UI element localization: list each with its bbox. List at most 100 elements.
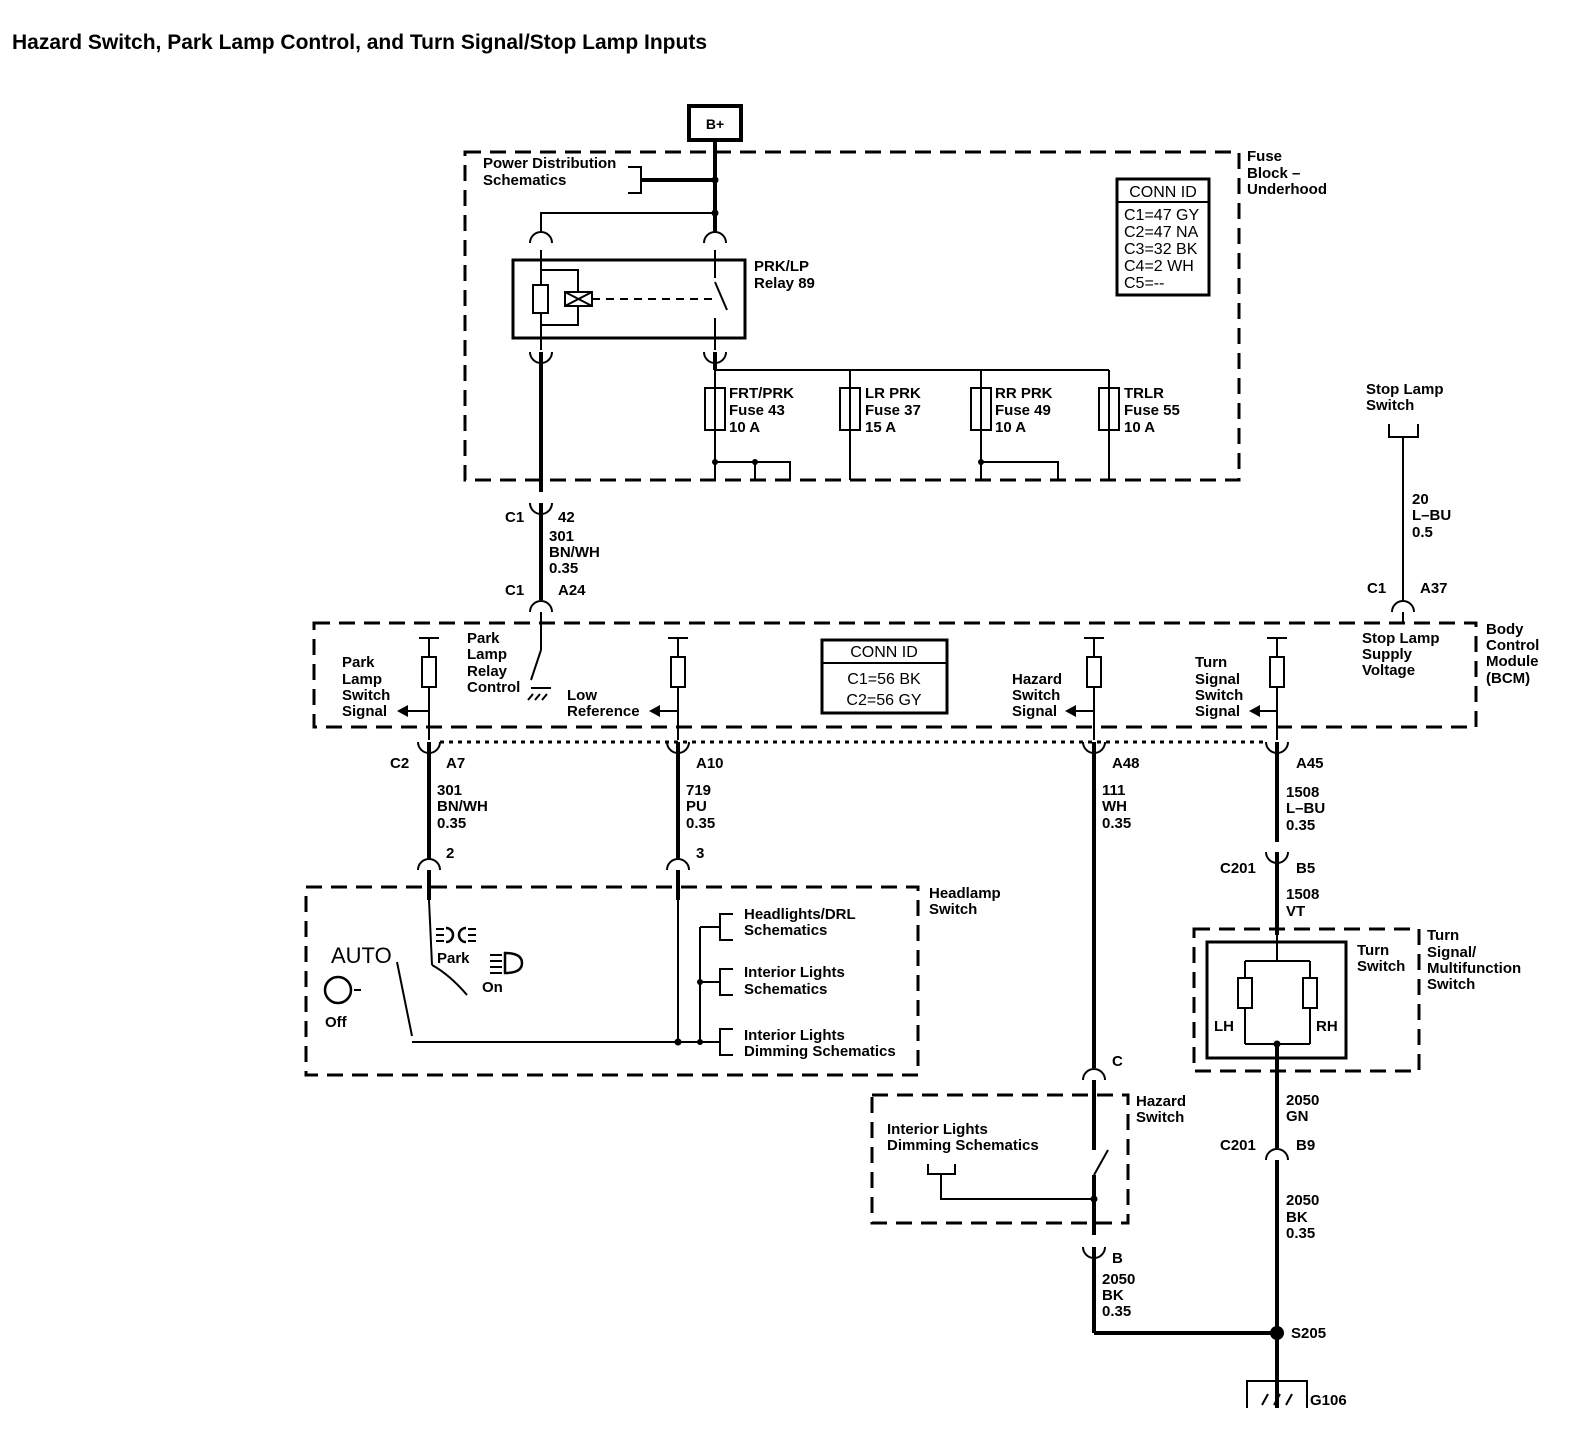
fuse-55-number: Fuse 55: [1124, 402, 1180, 419]
fuse-37: [839, 387, 861, 431]
hazard-switch-signal-line2: Switch: [1012, 687, 1060, 704]
bcm-conn-id-header: CONN ID: [850, 644, 918, 661]
pin-c1-a37-pin: A37: [1420, 580, 1448, 597]
wire-111-size: 0.35: [1102, 815, 1131, 832]
stop-lamp-switch: Stop Lamp Switch 20 L–BU 0.5 C1 A37: [1366, 381, 1451, 624]
turn-signal-switch-signal-line3: Switch: [1195, 687, 1243, 704]
stop-lamp-supply-voltage-line3: Voltage: [1362, 662, 1415, 679]
bcm-label-line3: Module: [1486, 653, 1539, 670]
headlamp-switch: Headlamp Switch Park On AUTO: [304, 870, 1001, 1077]
wire-301-size: 0.35: [437, 815, 466, 832]
park-lamp-switch-signal-line2: Lamp: [342, 671, 382, 688]
pin-c1-42-pin: 42: [558, 509, 575, 526]
wire-2050-bk-hazard-circuit: 2050: [1102, 1271, 1135, 1288]
pin-c1-a24-pin: A24: [558, 582, 586, 599]
bcm-label-line2: Control: [1486, 637, 1539, 654]
fuse-conn-id-row-3: C3=32 BK: [1124, 241, 1198, 258]
relay-label-line1: PRK/LP: [754, 258, 809, 275]
stop-lamp-supply-voltage-line2: Supply: [1362, 646, 1413, 663]
wire-1508-vt-color: VT: [1286, 903, 1305, 920]
turn-signal-multifunction-switch: Turn Signal/ Multifunction Switch Turn S…: [1192, 927, 1521, 1073]
c201-b9-pin: B9: [1296, 1137, 1315, 1154]
relay-label-line2: Relay 89: [754, 275, 815, 292]
off-icon: [323, 975, 361, 1005]
headlamp-on-icon: [490, 951, 524, 975]
off-position-label: Off: [325, 1014, 348, 1031]
hazard-dimming-line2: Dimming Schematics: [887, 1137, 1039, 1154]
fuse-49-number: Fuse 49: [995, 402, 1051, 419]
auto-label: AUTO: [331, 943, 392, 968]
hazard-switch-signal-line1: Hazard: [1012, 671, 1062, 688]
turn-signal-switch-signal-line2: Signal: [1195, 671, 1240, 688]
wire-1508-lbu-color: L–BU: [1286, 800, 1325, 817]
bcm-label-line1: Body: [1486, 621, 1524, 638]
fuse-conn-id-row-4: C4=2 WH: [1124, 258, 1194, 275]
fuse-block-label-line3: Underhood: [1247, 181, 1327, 198]
wire-719-circuit: 719: [686, 782, 711, 799]
interior-dimming-line1: Interior Lights: [744, 1027, 845, 1044]
wire-2050-bk-hazard-size: 0.35: [1102, 1303, 1131, 1320]
fuse-49-name: RR PRK: [995, 385, 1053, 402]
fuse-conn-id-row-1: C1=47 GY: [1124, 207, 1199, 224]
fuse-37-name: LR PRK: [865, 385, 921, 402]
fuse-block-label-line1: Fuse: [1247, 148, 1282, 165]
park-lamp-relay-control-line2: Lamp: [467, 646, 507, 663]
wire-2050-bk-color: BK: [1286, 1209, 1308, 1226]
fuse-block-label-line2: Block –: [1247, 165, 1300, 182]
park-position-label: Park: [437, 950, 470, 967]
ground-label: G106: [1310, 1392, 1347, 1409]
lh-label: LH: [1214, 1018, 1234, 1035]
wire-719-color: PU: [686, 798, 707, 815]
low-reference-line1: Low: [567, 687, 597, 704]
fuse-43-name: FRT/PRK: [729, 385, 794, 402]
power-distribution-line1: Power Distribution: [483, 155, 616, 172]
pin-a48-label: A48: [1112, 755, 1140, 772]
headlamp-switch-label-line2: Switch: [929, 901, 977, 918]
stop-lamp-switch-line2: Switch: [1366, 397, 1414, 414]
pin-c1-a37-conn: C1: [1367, 580, 1386, 597]
multifunction-label-line3: Multifunction: [1427, 960, 1521, 977]
hazard-pin-c: C: [1112, 1053, 1123, 1070]
wire-301-color: BN/WH: [437, 798, 488, 815]
hazard-switch-signal-line3: Signal: [1012, 703, 1057, 720]
prk-lp-relay-89: PRK/LP Relay 89: [511, 250, 815, 350]
wire-2050-gn-color: GN: [1286, 1108, 1309, 1125]
fuse-55-rating: 10 A: [1124, 419, 1155, 436]
wire-stop-circuit: 20: [1412, 491, 1429, 508]
fuse-43-number: Fuse 43: [729, 402, 785, 419]
diagram-title: Hazard Switch, Park Lamp Control, and Tu…: [12, 31, 707, 54]
wire-301-circuit: 301: [437, 782, 462, 799]
fuse-43-rating: 10 A: [729, 419, 760, 436]
stop-lamp-supply-voltage-line1: Stop Lamp: [1362, 630, 1440, 647]
hazard-dimming-line1: Interior Lights: [887, 1121, 988, 1138]
multifunction-label-line1: Turn: [1427, 927, 1459, 944]
wire-719-size: 0.35: [686, 815, 715, 832]
fuse-37-number: Fuse 37: [865, 402, 921, 419]
pin-c1-a24-conn: C1: [505, 582, 524, 599]
b-plus-label: B+: [706, 116, 724, 132]
turn-signal-switch-signal-line1: Turn: [1195, 654, 1227, 671]
fuse-conn-id-row-2: C2=47 NA: [1124, 224, 1199, 241]
splice-label: S205: [1291, 1325, 1326, 1342]
pin-a45-label: A45: [1296, 755, 1324, 772]
battery-positive-source: B+: [687, 104, 743, 142]
bcm-conn-id: CONN ID C1=56 BK C2=56 GY: [820, 638, 949, 715]
park-lamp-relay-control-line1: Park: [467, 630, 500, 647]
wire-2050-bk-hazard-color: BK: [1102, 1287, 1124, 1304]
fuse-49: [970, 387, 992, 431]
turn-switch-label-line2: Switch: [1357, 958, 1405, 975]
fuse-block-underhood: Fuse Block – Underhood Power Distributio…: [463, 140, 1327, 492]
headlamp-pin-3: 3: [696, 845, 704, 862]
fuse-55: [1098, 387, 1120, 431]
hazard-switch-label-line2: Switch: [1136, 1109, 1184, 1126]
interior-lights-line2: Schematics: [744, 981, 827, 998]
pin-a7-label: A7: [446, 755, 465, 772]
headlamp-pin-2: 2: [446, 845, 454, 862]
wire-1508-lbu-size: 0.35: [1286, 817, 1315, 834]
hazard-switch: Hazard Switch Interior Lights Dimming Sc…: [870, 1080, 1186, 1235]
wire-301-relay-size: 0.35: [549, 560, 578, 577]
wire-2050-bk-size: 0.35: [1286, 1225, 1315, 1242]
pin-c1-42-conn: C1: [505, 509, 524, 526]
c201-b5-pin: B5: [1296, 860, 1315, 877]
